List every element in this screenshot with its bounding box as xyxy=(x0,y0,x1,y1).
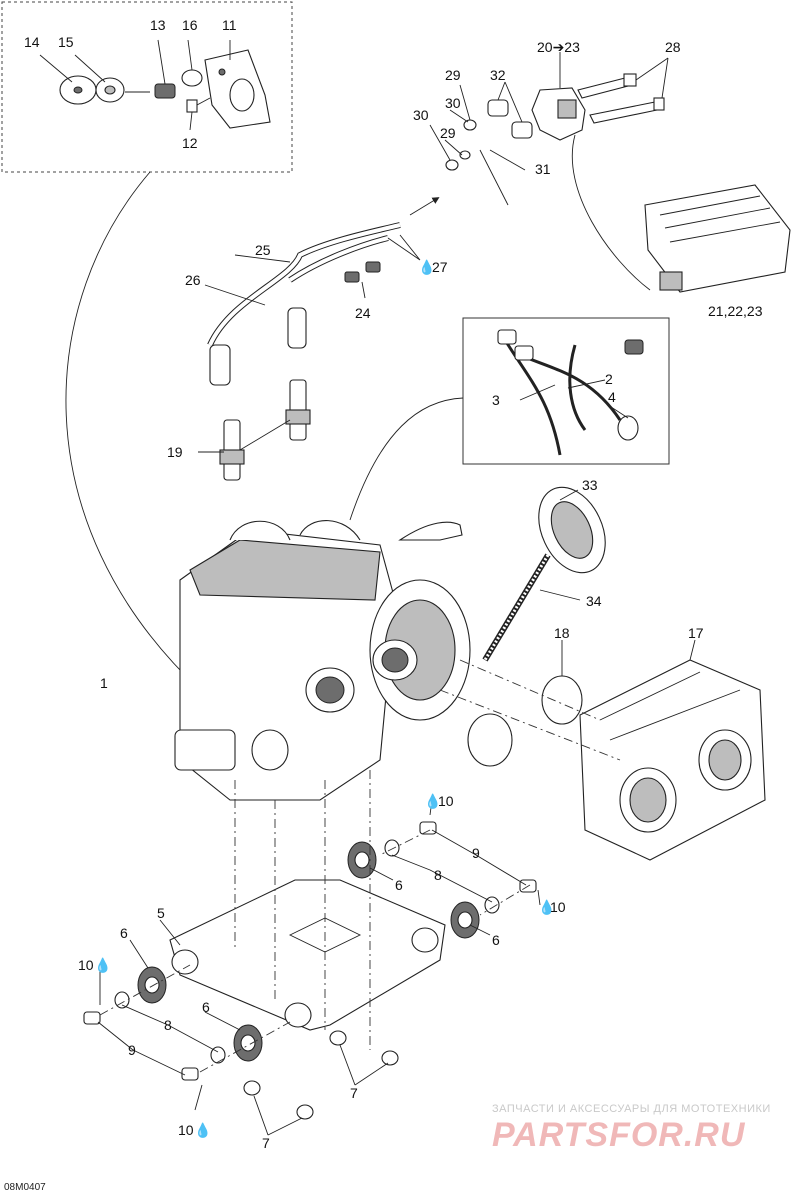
parts-2-3-4-harness xyxy=(497,329,644,456)
label-11: 11 xyxy=(222,17,237,33)
label-26: 26 xyxy=(185,272,201,288)
part-25-26-plug-wires xyxy=(207,197,440,386)
part-5-engine-mount-plate xyxy=(169,879,446,1031)
part-8-washers xyxy=(114,839,500,1064)
part-31-rod xyxy=(479,149,509,206)
intake-centerline-1 xyxy=(459,659,601,721)
label-33: 33 xyxy=(582,477,598,493)
label-17: 17 xyxy=(688,625,704,641)
detail-box-top-left xyxy=(1,1,293,173)
drop-icon-10-b: 💧 xyxy=(538,899,555,916)
label-12: 12 xyxy=(182,135,198,151)
drop-icon-10-d: 💧 xyxy=(194,1122,211,1139)
part-6-rubber-mounts xyxy=(137,841,480,1062)
drop-icon-10-c: 💧 xyxy=(94,957,111,974)
label-8-b: 8 xyxy=(164,1017,172,1033)
drop-icon-10-a: 💧 xyxy=(424,793,441,810)
watermark-logo: PARTSFOR.RU xyxy=(492,1116,746,1154)
label-10-a: 10 xyxy=(438,793,454,809)
label-14: 14 xyxy=(24,34,40,50)
diagram-code: 08M0407 xyxy=(4,1182,46,1193)
mount-centerlines xyxy=(99,770,531,1073)
part-13-spring xyxy=(125,83,176,99)
part-19-spark-plugs xyxy=(219,379,311,481)
label-20-23: 20➔23 xyxy=(537,39,580,55)
label-6-d: 6 xyxy=(202,999,210,1015)
leader-lines xyxy=(39,39,696,1136)
part-11-bracket xyxy=(204,49,271,129)
label-30-top: 30 xyxy=(445,95,461,111)
label-10-d: 10 xyxy=(178,1122,194,1138)
label-15: 15 xyxy=(58,34,74,50)
coil-wire xyxy=(571,134,651,291)
part-28-bolts xyxy=(577,73,665,124)
part-33-34-oil-filler xyxy=(482,486,606,662)
part-29-30-washers xyxy=(445,119,477,171)
label-29-bottom: 29 xyxy=(440,125,456,141)
label-8-a: 8 xyxy=(434,867,442,883)
label-19: 19 xyxy=(167,444,183,460)
label-18: 18 xyxy=(554,625,570,641)
label-16: 16 xyxy=(182,17,198,33)
part-labels: 14 15 13 16 11 12 20➔23 28 29 32 30 30 2… xyxy=(24,17,763,1151)
label-7-a: 7 xyxy=(350,1085,358,1101)
part-16-nut xyxy=(181,69,203,87)
watermark-tagline: ЗАПЧАСТИ И АКСЕССУАРЫ ДЛЯ МОТОТЕХНИКИ xyxy=(492,1103,771,1115)
label-10-c: 10 xyxy=(78,957,94,973)
label-2: 2 xyxy=(605,371,613,387)
label-4: 4 xyxy=(608,389,616,405)
part-14-cap xyxy=(59,75,97,105)
label-6-b: 6 xyxy=(492,932,500,948)
label-13: 13 xyxy=(150,17,166,33)
label-28: 28 xyxy=(665,39,681,55)
drop-icon-27: 💧 xyxy=(418,259,435,276)
label-9-b: 9 xyxy=(128,1042,136,1058)
part-24-connector xyxy=(344,261,381,283)
part-1-engine xyxy=(174,520,471,801)
label-31: 31 xyxy=(535,161,551,177)
label-5: 5 xyxy=(157,905,165,921)
label-6-c: 6 xyxy=(120,925,128,941)
label-24: 24 xyxy=(355,305,371,321)
label-1: 1 xyxy=(100,675,108,691)
label-25: 25 xyxy=(255,242,271,258)
part-15-washer xyxy=(95,77,125,103)
part-20-ignition-coil xyxy=(531,87,586,141)
part-12-screw xyxy=(186,97,211,113)
part-17-carburetors xyxy=(579,659,766,861)
label-6-a: 6 xyxy=(395,877,403,893)
part-32-sensors xyxy=(487,99,533,139)
detail-box-harness xyxy=(462,317,670,465)
label-10-b: 10 xyxy=(550,899,566,915)
label-21-22-23: 21,22,23 xyxy=(708,303,763,319)
label-34: 34 xyxy=(586,593,602,609)
label-27: 27 xyxy=(432,259,448,275)
label-32: 32 xyxy=(490,67,506,83)
label-30-bottom: 30 xyxy=(413,107,429,123)
label-3: 3 xyxy=(492,392,500,408)
label-7-b: 7 xyxy=(262,1135,270,1151)
callout-harness xyxy=(349,397,464,521)
label-29-top: 29 xyxy=(445,67,461,83)
part-21-ecm-module xyxy=(644,184,791,293)
intake-centerline-2 xyxy=(439,689,621,761)
label-9-a: 9 xyxy=(472,845,480,861)
part-7-nuts xyxy=(243,1030,399,1120)
part-18-clamps xyxy=(467,675,583,767)
